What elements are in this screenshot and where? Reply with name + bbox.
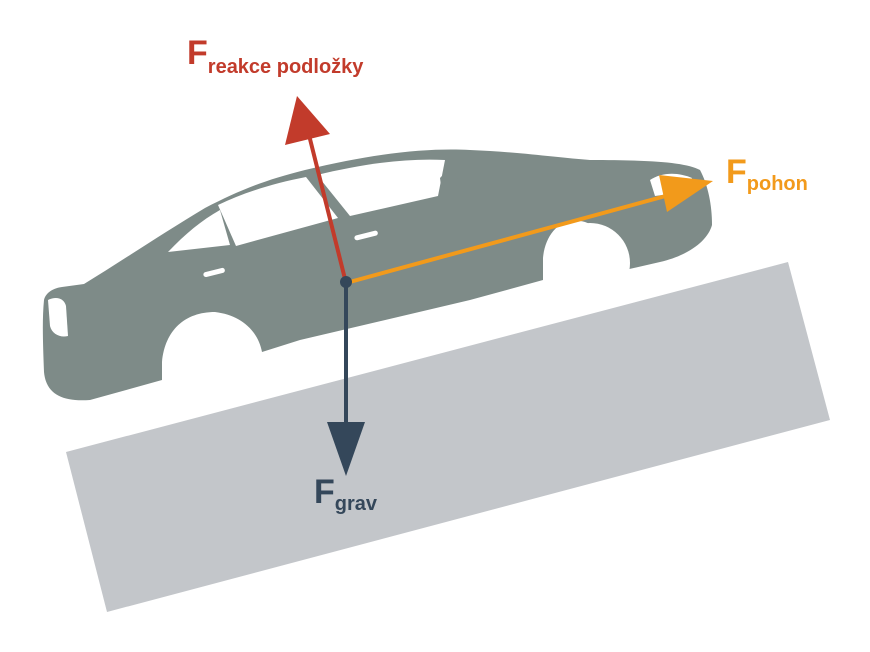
front-door-handle <box>354 230 378 241</box>
reaction-force-arrow <box>285 96 348 284</box>
drive-force-arrow <box>345 175 713 285</box>
rear-door-handle <box>203 267 225 278</box>
rear-door-window <box>218 177 338 246</box>
side-mirror <box>440 172 458 194</box>
tail-light <box>48 298 68 337</box>
rear-wheel <box>170 323 256 409</box>
rear-window <box>168 210 230 252</box>
gravity-force-label: Fgrav <box>314 473 378 515</box>
inclined-plane <box>66 262 830 612</box>
front-door-window <box>317 159 445 216</box>
drive-force-label: Fpohon <box>726 153 808 195</box>
front-wheel <box>550 223 630 303</box>
gravity-force-arrow <box>327 283 365 476</box>
center-of-mass-dot <box>340 276 352 288</box>
reaction-force-label: Freakce podložky <box>187 34 364 78</box>
